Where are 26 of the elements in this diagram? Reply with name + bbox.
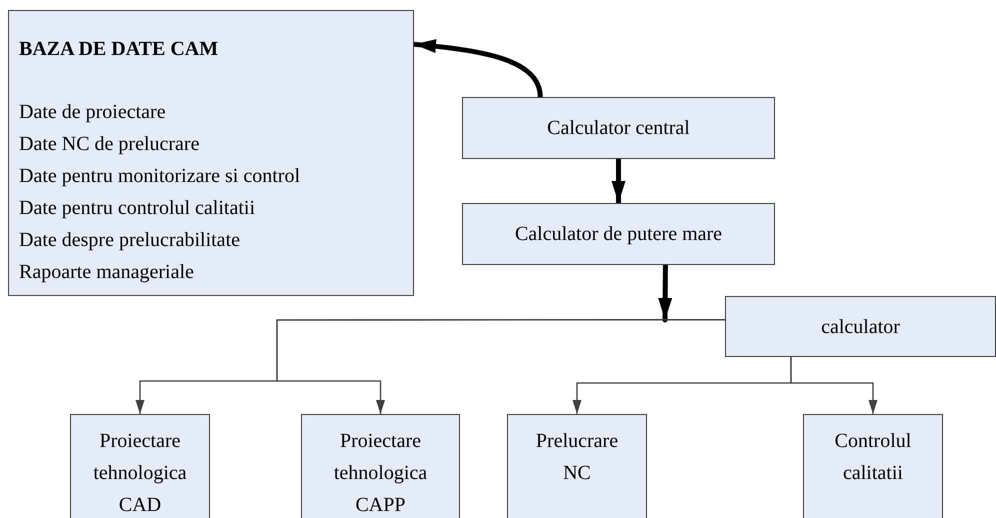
process-box xyxy=(462,203,775,265)
box-label: Controlul calitatii xyxy=(834,429,912,486)
box-label: Date NC de prelucrare xyxy=(19,132,200,157)
box-label: Date de proiectare xyxy=(19,100,166,125)
box-label: Proiectare tehnologica CAD xyxy=(93,429,187,518)
arrow xyxy=(658,262,672,322)
box-label: Date despre prelucrabilitate xyxy=(19,228,240,253)
process-box xyxy=(507,414,647,518)
box-label: Calculator central xyxy=(547,116,690,140)
box-label: Date pentru controlul calitatii xyxy=(19,196,256,221)
process-box xyxy=(70,414,210,518)
box-label: Calculator de putere mare xyxy=(514,222,722,246)
arrow xyxy=(790,357,878,414)
process-box xyxy=(301,414,460,518)
box-label: Proiectare tehnologica CAPP xyxy=(334,429,428,518)
box-label: calculator xyxy=(821,314,900,338)
process-box xyxy=(8,10,414,296)
heading: BAZA DE DATE CAM xyxy=(19,37,218,62)
box-label: Date pentru monitorizare si control xyxy=(19,164,300,189)
arrow xyxy=(276,319,725,414)
box-label: Prelucrare NC xyxy=(536,429,618,486)
box-label: Rapoarte manageriale xyxy=(19,260,194,285)
process-box xyxy=(725,296,996,357)
process-box xyxy=(462,97,775,159)
arrow xyxy=(612,156,626,206)
process-box xyxy=(803,414,943,518)
